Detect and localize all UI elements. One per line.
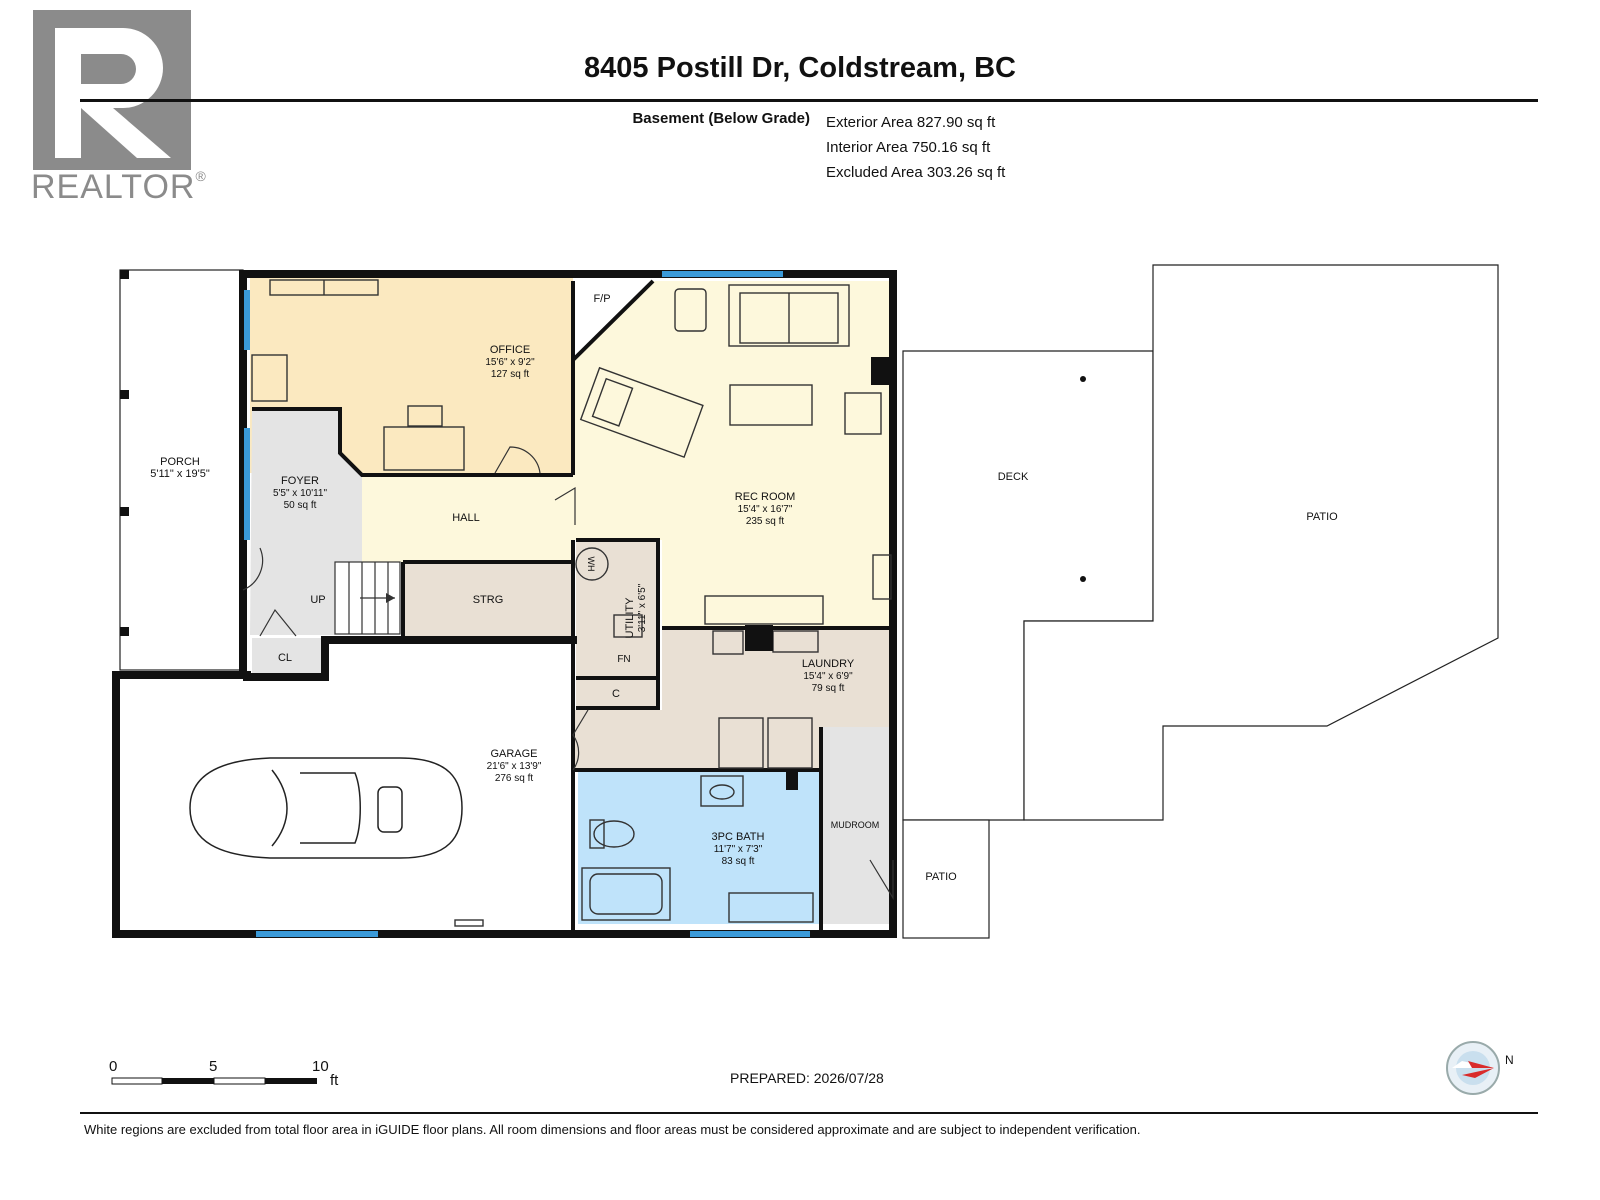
- laundry-label: LAUNDRY: [802, 658, 855, 670]
- interior-area: Interior Area 750.16 sq ft: [826, 139, 991, 156]
- stairs-up-label: UP: [310, 594, 325, 606]
- realtor-logo-mark: [33, 10, 191, 170]
- rec-room-label: REC ROOM: [735, 491, 796, 503]
- bath-area: 83 sq ft: [722, 856, 755, 867]
- realtor-wordmark: REALTOR®: [31, 168, 207, 206]
- scale-tick-0: 0: [109, 1058, 118, 1075]
- scale-unit: ft: [330, 1072, 339, 1089]
- rec-room-area: 235 sq ft: [746, 516, 785, 527]
- closet-label: CL: [278, 652, 292, 664]
- property-address: 8405 Postill Dr, Coldstream, BC: [584, 52, 1016, 84]
- office-label: OFFICE: [490, 344, 530, 356]
- bath-dims: 11'7" x 7'3": [714, 844, 763, 855]
- prepared-date: PREPARED: 2026/07/28: [730, 1070, 884, 1086]
- garage-area: 276 sq ft: [495, 773, 534, 784]
- closet-c-label: C: [612, 688, 620, 700]
- scale-tick-5: 5: [209, 1058, 218, 1075]
- excluded-area: Excluded Area 303.26 sq ft: [826, 164, 1006, 181]
- level-name: Basement (Below Grade): [632, 110, 810, 127]
- mudroom-label: MUDROOM: [831, 820, 880, 830]
- laundry-fill: [573, 630, 893, 768]
- laundry-area: 79 sq ft: [812, 683, 845, 694]
- compass-north-label: N: [1505, 1053, 1514, 1067]
- rec-room-dims: 15'4" x 16'7": [738, 504, 793, 515]
- foyer-area: 50 sq ft: [284, 500, 317, 511]
- patio-small-label: PATIO: [925, 871, 957, 883]
- bath-fill: [578, 772, 819, 924]
- closet-c-fill: [576, 678, 658, 708]
- hall-fill: [362, 475, 573, 562]
- foyer-dims: 5'5" x 10'11": [273, 488, 328, 499]
- mudroom-fill: [823, 727, 893, 924]
- porch-dims: 5'11" x 19'5": [150, 468, 210, 480]
- area-summary: Exterior Area 827.90 sq ft Interior Area…: [826, 110, 1005, 185]
- laundry-dims: 15'4" x 6'9": [803, 671, 853, 682]
- closet-fill: [252, 638, 325, 678]
- scale-bar: [111, 1077, 317, 1085]
- furnace-label: FN: [617, 654, 630, 665]
- hall-label: HALL: [452, 512, 480, 524]
- scale-tick-10: 10: [312, 1058, 329, 1075]
- foyer-label: FOYER: [281, 475, 319, 487]
- office-dims: 15'6" x 9'2": [485, 357, 535, 368]
- utility-label: UTILITY: [624, 597, 636, 639]
- deck-label: DECK: [998, 471, 1029, 483]
- garage-label: GARAGE: [490, 748, 537, 760]
- garage-dims: 21'6" x 13'9": [487, 761, 542, 772]
- bath-label: 3PC BATH: [712, 831, 765, 843]
- garage-fill: [128, 682, 573, 924]
- foyer-fill: [250, 409, 362, 635]
- header-divider: [80, 99, 1538, 102]
- utility-fill: [576, 542, 658, 676]
- patio-small-outline: [902, 819, 990, 939]
- utility-dims: 3'11" x 6'5": [637, 583, 648, 632]
- porch-outline: [119, 269, 244, 671]
- storage-fill: [403, 562, 573, 636]
- car-icon: [189, 757, 463, 859]
- office-area: 127 sq ft: [491, 369, 530, 380]
- patio-large-label: PATIO: [1306, 511, 1338, 523]
- compass-icon: [1446, 1041, 1500, 1095]
- fireplace-label: F/P: [593, 293, 610, 305]
- patio-large-outline: [1023, 264, 1499, 821]
- exterior-area: Exterior Area 827.90 sq ft: [826, 114, 996, 131]
- water-heater-label: WH: [586, 557, 596, 572]
- porch-label: PORCH: [160, 456, 200, 468]
- storage-label: STRG: [473, 594, 504, 606]
- disclaimer-footnote: White regions are excluded from total fl…: [84, 1122, 1141, 1137]
- footer-divider: [80, 1112, 1538, 1114]
